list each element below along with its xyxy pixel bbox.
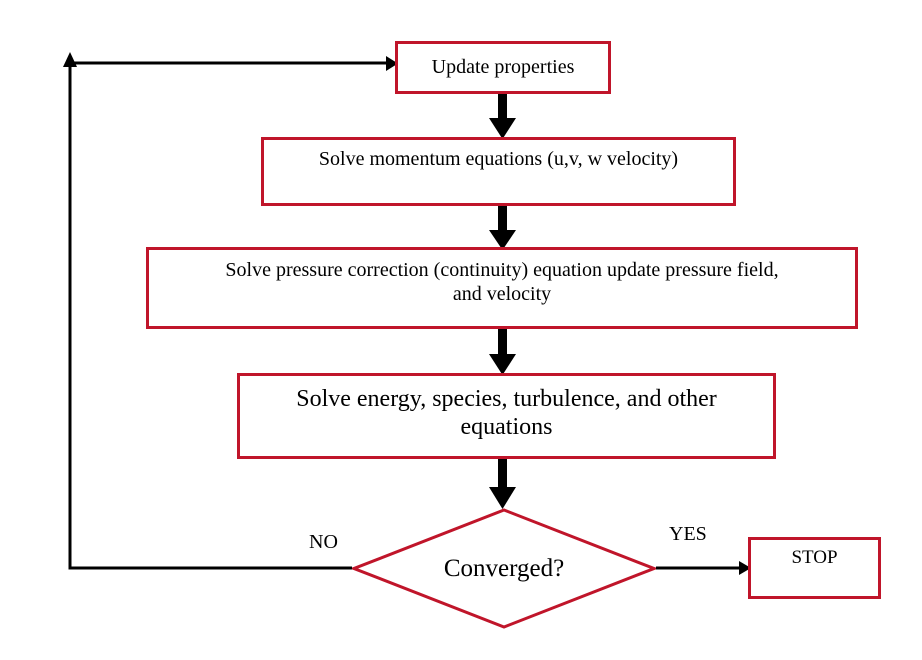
- node-stop-label: STOP: [791, 547, 838, 568]
- node-converged-decision-label: Converged?: [443, 554, 565, 582]
- diamond-shape: [352, 508, 656, 629]
- edge-label-yes: YES: [669, 523, 707, 545]
- node-update-properties-label: Update properties: [431, 55, 575, 78]
- edge-momentum-to-pressure: [489, 206, 516, 250]
- edge-label-no: NO: [309, 531, 338, 553]
- node-solve-energy-species-line1: Solve energy, species, turbulence, and o…: [296, 386, 717, 412]
- node-solve-energy-species-label: Solve energy, species, turbulence, and o…: [240, 385, 773, 442]
- node-solve-momentum[interactable]: Solve momentum equations (u,v, w velocit…: [261, 137, 736, 206]
- node-converged-decision[interactable]: Converged?: [352, 508, 656, 629]
- edge-decision-to-stop: [656, 561, 751, 575]
- edge-energy-to-decision: [489, 459, 516, 509]
- node-solve-pressure-correction-line1: Solve pressure correction (continuity) e…: [225, 259, 779, 281]
- node-solve-pressure-correction[interactable]: Solve pressure correction (continuity) e…: [146, 247, 858, 329]
- node-update-properties[interactable]: Update properties: [395, 41, 611, 94]
- node-solve-pressure-correction-label: Solve pressure correction (continuity) e…: [149, 259, 855, 306]
- node-solve-energy-species[interactable]: Solve energy, species, turbulence, and o…: [237, 373, 776, 459]
- node-stop[interactable]: STOP: [748, 537, 881, 599]
- edge-update-to-momentum: [489, 93, 516, 139]
- node-solve-momentum-label: Solve momentum equations (u,v, w velocit…: [318, 148, 679, 170]
- node-solve-energy-species-line2: equations: [460, 414, 553, 441]
- edge-pressure-to-energy: [489, 329, 516, 375]
- node-solve-pressure-correction-line2: and velocity: [452, 282, 552, 305]
